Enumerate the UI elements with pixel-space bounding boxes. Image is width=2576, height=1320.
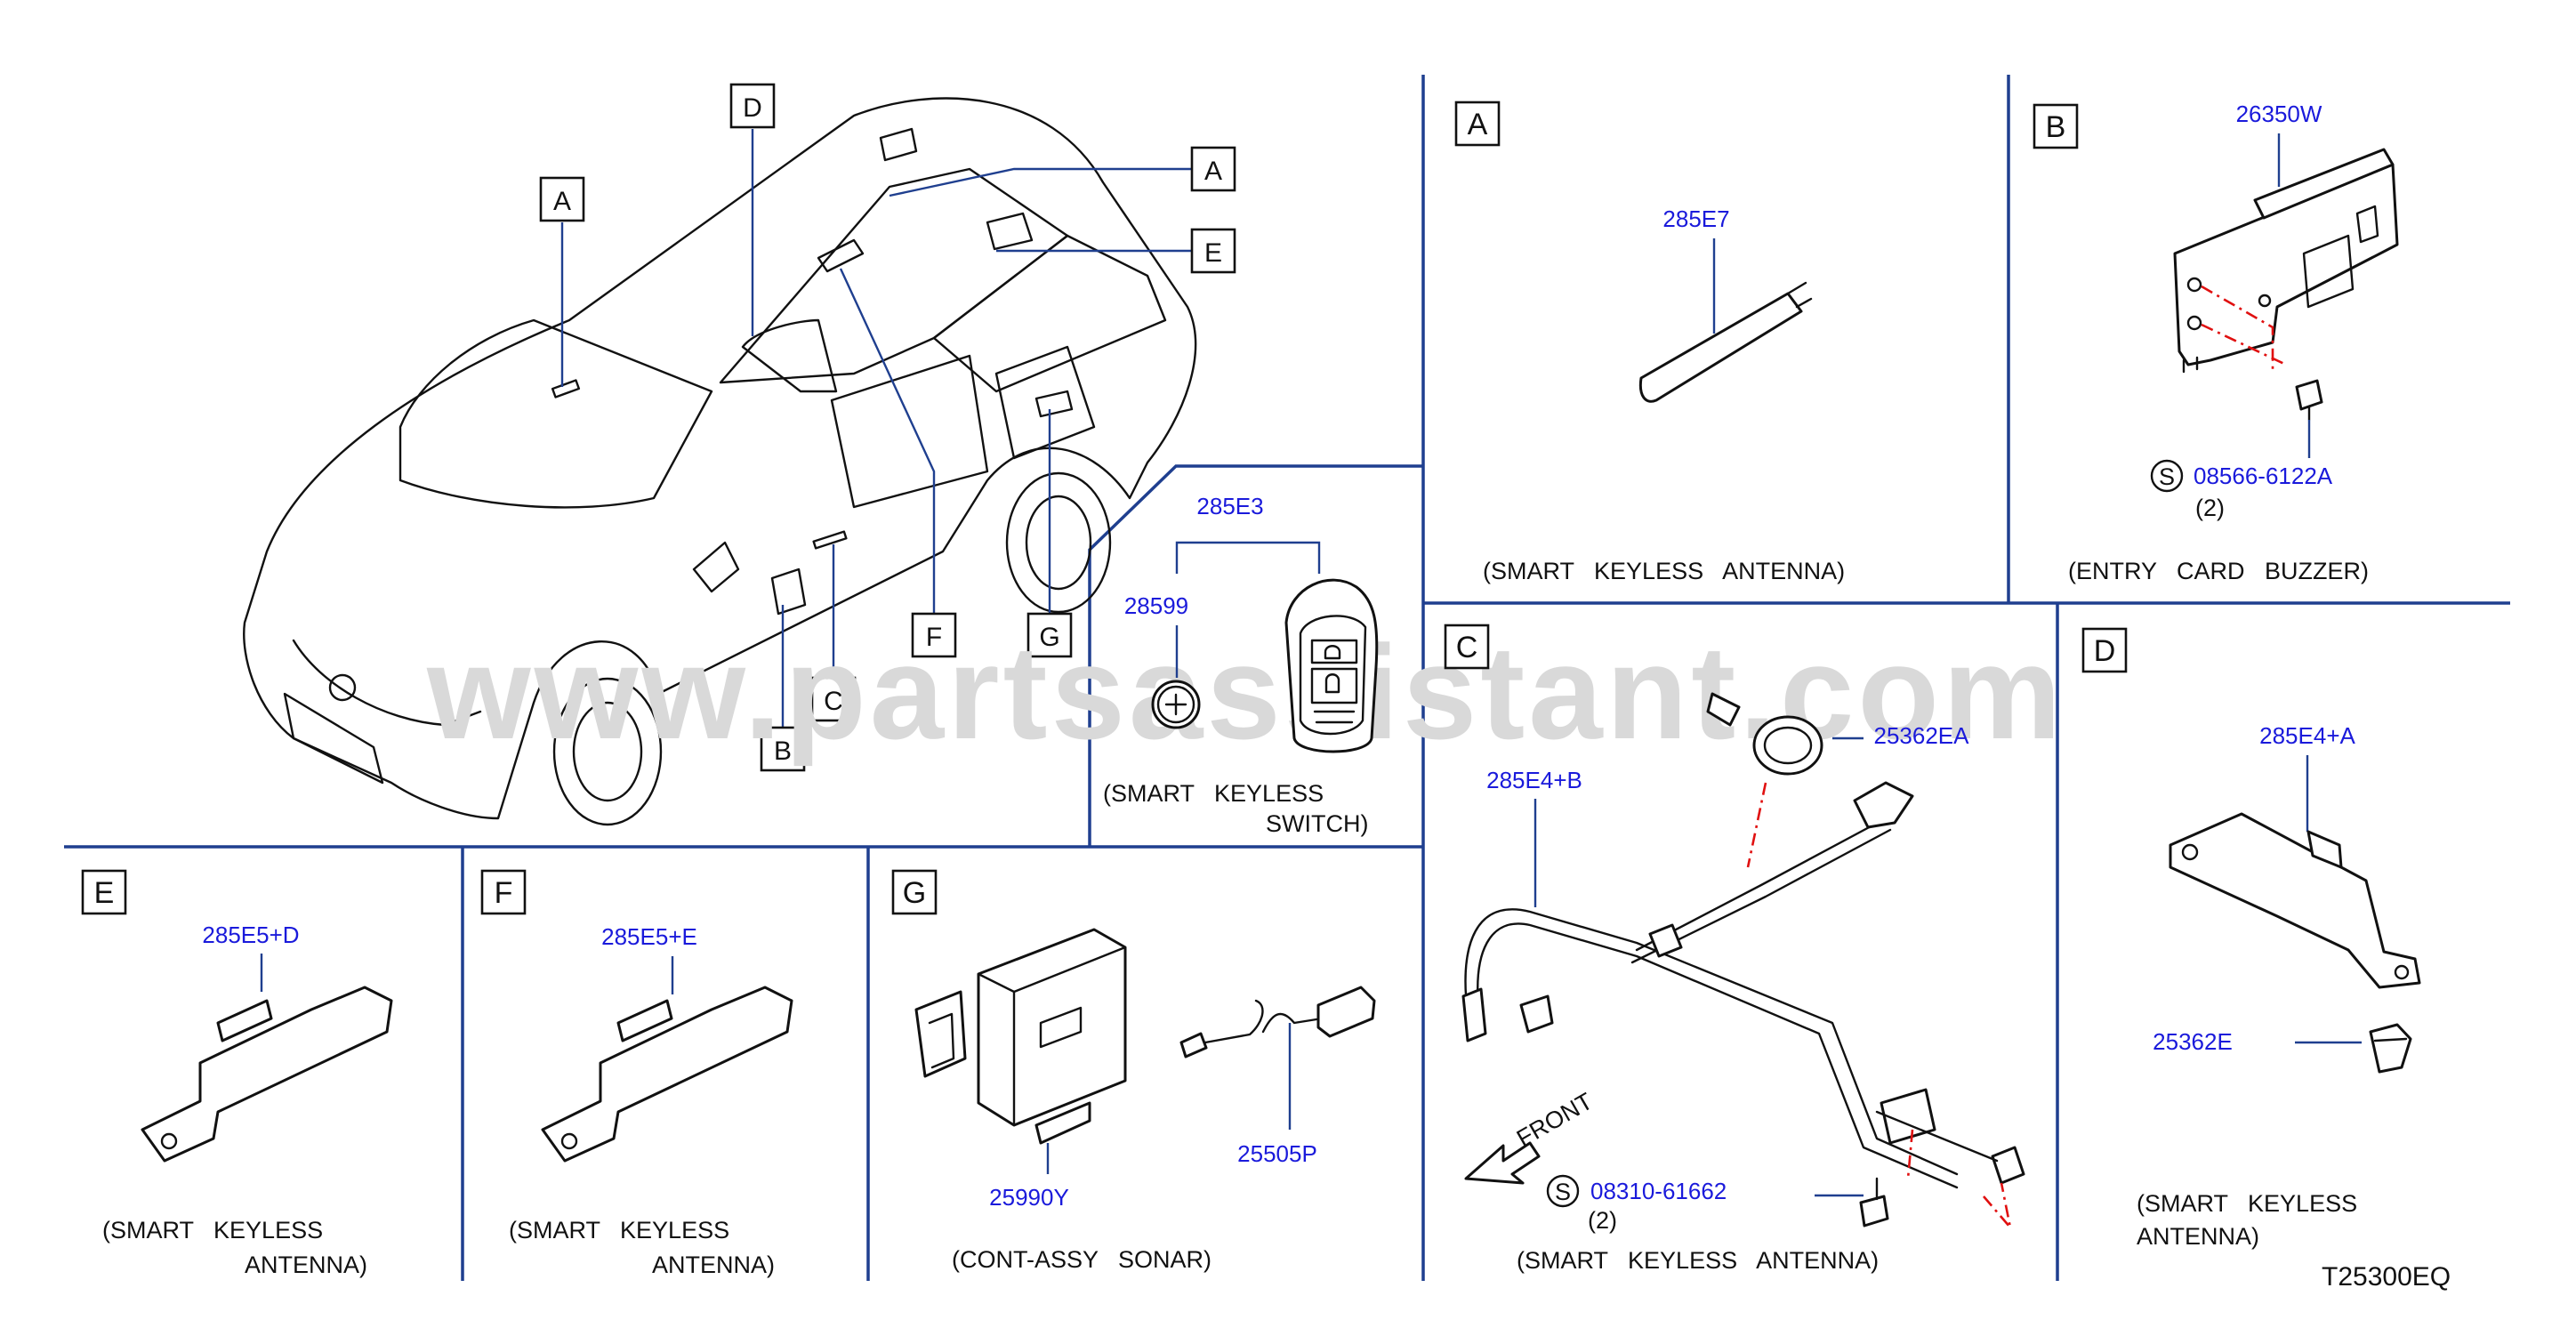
overview-callout-b: B	[760, 726, 806, 772]
antenna-285e7	[1638, 281, 1813, 403]
panel-c-screw-part: 08310-61662	[1590, 1178, 1727, 1204]
panel-c-screw-qty: (2)	[1588, 1207, 1617, 1234]
svg-text:G: G	[1039, 623, 1059, 652]
overview-callout-d: E	[1190, 228, 1236, 274]
switch-caption-line-1: (SMART KEYLESS	[1103, 780, 1324, 807]
clip-25362e	[2369, 1023, 2412, 1074]
panel-d-caption-line-1: (SMART KEYLESS	[2137, 1190, 2357, 1217]
panel-a: A 285E7 (SMART KEYLESS ANTENNA)	[1454, 101, 1845, 584]
svg-text:F: F	[926, 623, 942, 652]
svg-text:D: D	[743, 93, 762, 123]
panel-d-clip-part: 25362E	[2153, 1028, 2233, 1055]
sonar-sensor	[1179, 986, 1376, 1058]
screw-symbol-c: S	[1546, 1174, 1580, 1208]
panel-f-letter: F	[495, 876, 513, 910]
panel-d-caption-line-2: ANTENNA)	[2137, 1223, 2259, 1250]
panel-b-caption: (ENTRY CARD BUZZER)	[2068, 558, 2369, 584]
vehicle-overview	[243, 97, 1197, 826]
battery	[1151, 680, 1201, 729]
overview-callout-e: F	[911, 612, 957, 658]
panel-separators	[64, 75, 2510, 1281]
svg-text:B: B	[774, 736, 792, 766]
svg-text:S: S	[2159, 463, 2175, 490]
overview-callout-a: A	[539, 176, 585, 222]
panel-g-unit-part: 25990Y	[989, 1184, 1069, 1211]
overview-leaders	[560, 129, 1192, 728]
panel-d: D 285E4+A 25362E (SMART KEYLESS ANTENNA)	[2081, 627, 2421, 1250]
panel-e-part-number: 285E5+D	[202, 922, 299, 948]
front-arrow: FRONT	[1464, 1088, 1598, 1185]
svg-text:S: S	[1555, 1179, 1571, 1205]
switch-caption-line-2: SWITCH)	[1266, 810, 1368, 837]
overview-callout-g: A	[1190, 146, 1236, 192]
antenna-harness-285e4b	[1461, 781, 2025, 1189]
svg-text:FRONT: FRONT	[1512, 1088, 1598, 1152]
panel-e-letter: E	[94, 876, 115, 910]
overview-callout-f: G	[1026, 612, 1073, 658]
panel-c-clamp-part: 25362EA	[1874, 722, 1970, 749]
clamp-25362ea	[1706, 692, 1823, 776]
panel-e-caption-line-2: ANTENNA)	[245, 1252, 367, 1278]
panel-g-caption: (CONT-ASSY SONAR)	[952, 1246, 1212, 1273]
svg-text:A: A	[553, 187, 571, 216]
panel-g: G 25990Y 25505P (CONT-ASSY SONAR)	[891, 869, 1376, 1273]
svg-text:A: A	[1204, 157, 1222, 186]
panel-e: E 285E5+D (SMART KEYLESS ANTENNA)	[81, 869, 393, 1278]
panel-f: F 285E5+E (SMART KEYLESS ANTENNA)	[480, 869, 793, 1278]
panel-g-sensor-part: 25505P	[1237, 1140, 1317, 1167]
panel-a-letter: A	[1468, 108, 1488, 141]
panel-f-caption-line-2: ANTENNA)	[652, 1252, 775, 1278]
antenna-285e5d	[141, 986, 393, 1163]
sonar-control-unit	[914, 928, 1127, 1145]
panel-d-part-number: 285E4+A	[2259, 722, 2355, 749]
svg-text:C: C	[824, 687, 843, 716]
panel-b-part-number: 26350W	[2236, 101, 2322, 127]
panel-c-caption: (SMART KEYLESS ANTENNA)	[1517, 1247, 1879, 1274]
bolt-b	[2295, 379, 2323, 422]
panel-f-part-number: 285E5+E	[601, 923, 697, 950]
antenna-285e5e	[541, 986, 793, 1163]
panel-b-letter: B	[2046, 110, 2066, 144]
entry-card-buzzer	[2173, 148, 2399, 374]
panel-keyless-switch: 285E3 28599 (SMART KEYLESS SWITCH)	[1103, 493, 1379, 837]
overview-callout-a-lower: C	[810, 676, 857, 722]
panel-b: B 26350W S 08566-6122A (2) (ENTRY CARD B…	[2033, 101, 2399, 584]
panel-c-letter: C	[1456, 631, 1478, 664]
panel-a-part-number: 285E7	[1662, 205, 1729, 232]
antenna-285e4a	[2169, 812, 2421, 989]
screw-symbol-b: S	[2150, 459, 2184, 493]
panel-c: C 25362EA 285E4+B	[1444, 624, 2025, 1274]
panel-b-screw-qty: (2)	[2195, 495, 2225, 521]
diagram-code: T25300EQ	[2322, 1262, 2451, 1292]
panel-f-caption-line-1: (SMART KEYLESS	[509, 1217, 729, 1244]
panel-g-letter: G	[903, 876, 926, 910]
bolt-c	[1859, 1177, 1889, 1227]
switch-battery-part: 28599	[1124, 592, 1188, 619]
panel-d-letter: D	[2094, 634, 2116, 668]
overview-callout-c: D	[729, 83, 776, 129]
panel-c-harness-part: 285E4+B	[1486, 767, 1582, 793]
svg-text:E: E	[1204, 238, 1222, 268]
panel-e-caption-line-1: (SMART KEYLESS	[102, 1217, 323, 1244]
panel-a-caption: (SMART KEYLESS ANTENNA)	[1483, 558, 1845, 584]
switch-group-part: 285E3	[1196, 493, 1263, 519]
panel-b-screw-part: 08566-6122A	[2194, 463, 2333, 489]
key-fob	[1284, 578, 1379, 753]
